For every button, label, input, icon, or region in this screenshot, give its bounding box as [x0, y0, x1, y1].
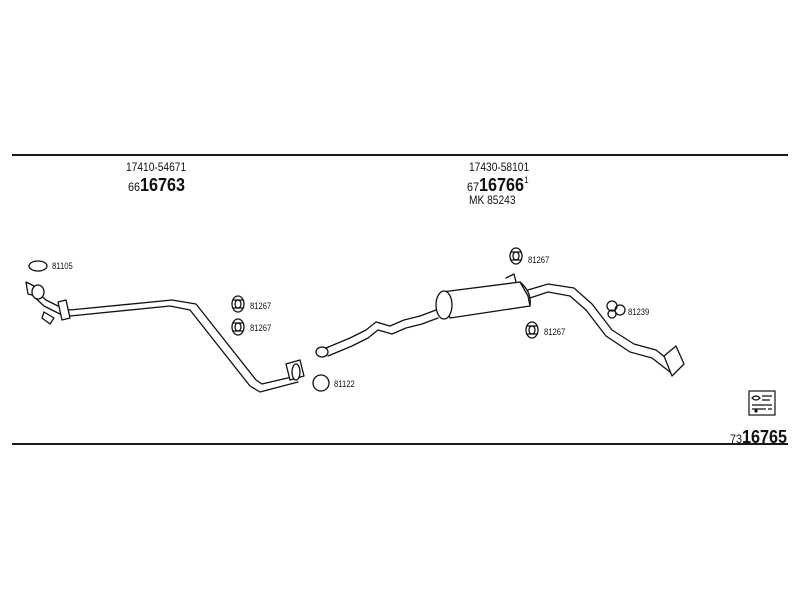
- kit-prefix: 73: [730, 432, 743, 446]
- left-ref-prefix: 66: [128, 180, 141, 194]
- clamp-bracket-81239: [606, 300, 626, 319]
- kit-main: 16765: [742, 427, 788, 447]
- right-reference-number: 67167661: [467, 175, 529, 195]
- label-81239: 81239: [628, 307, 650, 317]
- kit-code-icon: [748, 390, 776, 416]
- rubber-hanger-81267-d: [525, 321, 539, 339]
- right-ref-prefix: 67: [467, 180, 480, 194]
- gasket-ring-81105: [28, 260, 48, 272]
- label-81267-b: 81267: [250, 323, 272, 333]
- rubber-hanger-81267-a: [231, 295, 245, 313]
- left-ref-main: 16763: [140, 175, 186, 195]
- right-part-number: 17430-58101: [469, 160, 530, 174]
- front-pipe: [25, 281, 305, 393]
- rubber-hanger-81267-b: [231, 318, 245, 336]
- label-81122: 81122: [334, 379, 355, 389]
- right-ref-main: 16766: [479, 175, 525, 195]
- label-81267-d: 81267: [544, 327, 566, 337]
- gasket-ring-81122: [312, 374, 330, 392]
- rubber-hanger-81267-c: [509, 247, 523, 265]
- label-81267-a: 81267: [250, 301, 272, 311]
- left-reference-number: 6616763: [128, 176, 185, 194]
- label-81267-c: 81267: [528, 255, 550, 265]
- rear-silencer-assembly: [315, 273, 685, 377]
- label-81105: 81105: [52, 261, 73, 271]
- mk-label: MK 85243: [469, 193, 516, 207]
- bottom-rule: [12, 443, 788, 445]
- top-rule: [12, 154, 788, 156]
- right-ref-suffix: 1: [524, 175, 529, 185]
- left-part-number: 17410-54671: [126, 160, 187, 174]
- kit-reference-number: 7316765: [730, 428, 787, 446]
